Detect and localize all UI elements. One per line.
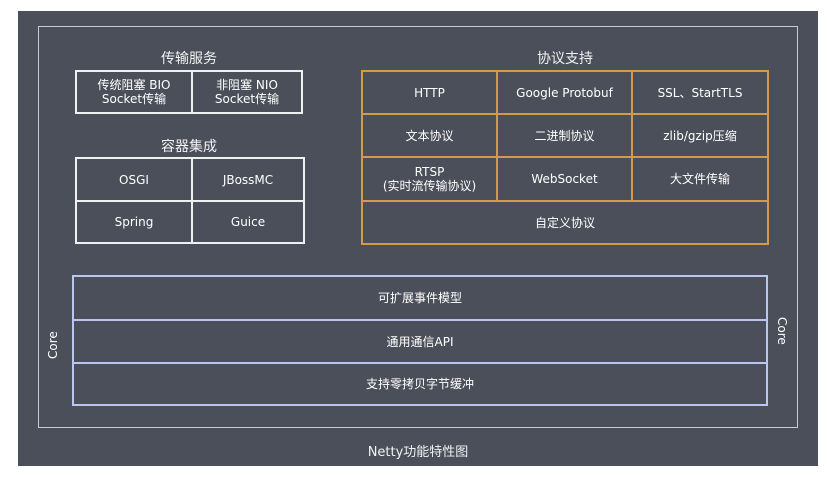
protocol-http-cell: HTTP	[363, 72, 498, 115]
protocol-zlib-cell: zlib/gzip压缩	[633, 115, 767, 158]
core-zero-copy-cell: 支持零拷贝字节缓冲	[365, 377, 474, 391]
protocol-rtsp-line1: RTSP	[414, 165, 445, 179]
protocol-bigfile-cell: 大文件传输	[633, 158, 767, 202]
transport-nio-line2: Socket传输	[214, 92, 280, 106]
protocol-rtsp-cell: RTSP (实时流传输协议)	[363, 158, 498, 202]
core-box: 可扩展事件模型 通用通信API 支持零拷贝字节缓冲	[72, 275, 768, 406]
transport-box: 传统阻塞 BIO Socket传输 非阻塞 NIO Socket传输	[75, 70, 303, 114]
protocol-websocket-cell: WebSocket	[498, 158, 633, 202]
transport-bio-line1: 传统阻塞 BIO	[97, 78, 171, 92]
container-box: OSGI JBossMC Spring Guice	[75, 157, 305, 244]
core-api-cell: 通用通信API	[74, 321, 766, 364]
outer-frame	[38, 26, 798, 428]
container-guice-cell: Guice	[230, 215, 266, 229]
protocol-rtsp-line2: (实时流传输协议)	[382, 179, 477, 193]
transport-nio-cell: 非阻塞 NIO Socket传输	[193, 72, 301, 112]
transport-nio-line1: 非阻塞 NIO	[216, 78, 278, 92]
protocol-binary-cell: 二进制协议	[498, 115, 633, 158]
netty-feature-diagram: 传输服务 传统阻塞 BIO Socket传输 非阻塞 NIO Socket传输 …	[18, 11, 818, 466]
protocol-text-cell: 文本协议	[363, 115, 498, 158]
diagram-caption: Netty功能特性图	[367, 445, 469, 460]
protocol-box: HTTP Google Protobuf SSL、StartTLS 文本协议 二…	[361, 70, 769, 245]
transport-bio-cell: 传统阻塞 BIO Socket传输	[77, 72, 193, 112]
core-left-label: Core	[46, 331, 60, 359]
transport-title: 传输服务	[161, 51, 217, 67]
protocol-protobuf-cell: Google Protobuf	[498, 72, 633, 115]
transport-bio-line2: Socket传输	[101, 92, 167, 106]
container-osgi-cell: OSGI	[77, 159, 193, 202]
container-jbossmc-cell: JBossMC	[193, 159, 303, 202]
container-title: 容器集成	[161, 139, 217, 155]
core-right-label: Core	[775, 317, 789, 345]
protocol-ssl-cell: SSL、StartTLS	[633, 72, 767, 115]
container-spring-cell: Spring	[77, 202, 193, 242]
protocol-custom-cell: 自定义协议	[534, 215, 595, 230]
core-event-model-cell: 可扩展事件模型	[74, 277, 766, 321]
protocol-title: 协议支持	[537, 51, 593, 67]
